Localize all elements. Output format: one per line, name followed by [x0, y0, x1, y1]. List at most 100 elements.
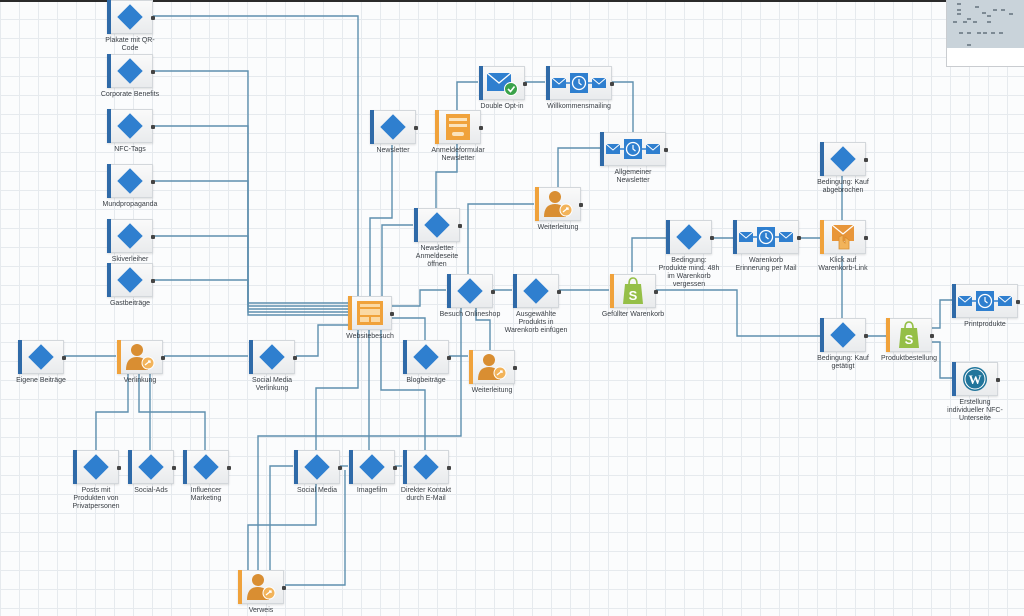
node-ski[interactable] [107, 219, 155, 253]
node-klick[interactable] [820, 220, 868, 254]
diamond-icon [193, 454, 219, 480]
node-allgemeiner[interactable] [600, 132, 668, 166]
node-imagefilm[interactable] [349, 450, 397, 484]
edge-allgemeiner-weiterleitung [557, 147, 600, 188]
node-gast[interactable] [107, 263, 155, 297]
output-port[interactable] [579, 203, 583, 207]
output-port[interactable] [557, 290, 561, 294]
node-newsletter[interactable] [370, 110, 418, 144]
edge-verlinkung-influencer [149, 374, 206, 452]
node-bed-abgebrochen[interactable] [820, 142, 868, 176]
output-port[interactable] [797, 236, 801, 240]
edge-websitebesuch-direkter [380, 330, 426, 450]
node-weiterleitung-top[interactable] [535, 187, 583, 221]
node-label: Posts mit Produkten von Privatpersonen [72, 487, 120, 510]
output-port[interactable] [864, 236, 868, 240]
node-bed-48h[interactable] [666, 220, 714, 254]
node-sm-verlinkung[interactable] [249, 340, 297, 374]
node-erstellung[interactable]: W [952, 362, 1000, 396]
output-port[interactable] [227, 466, 231, 470]
output-port[interactable] [654, 290, 658, 294]
node-eigene[interactable] [18, 340, 66, 374]
output-port[interactable] [151, 70, 155, 74]
output-port[interactable] [151, 180, 155, 184]
output-port[interactable] [161, 356, 165, 360]
diamond-icon [117, 4, 143, 30]
node-blog[interactable] [403, 340, 451, 374]
node-wk-erinnerung[interactable] [733, 220, 801, 254]
minimap-node [1001, 9, 1005, 11]
output-port[interactable] [151, 16, 155, 20]
edge-nlanmeldeseite-websitebesuch [381, 224, 413, 296]
node-social-ads[interactable] [128, 450, 176, 484]
diamond-icon [457, 278, 483, 304]
output-port[interactable] [996, 378, 1000, 382]
output-port[interactable] [864, 334, 868, 338]
diamond-icon [413, 344, 439, 370]
output-port[interactable] [447, 466, 451, 470]
minimap-node [993, 9, 997, 11]
node-label: Gastbeiträge [109, 300, 151, 307]
node-gefuellter[interactable]: S [610, 274, 658, 308]
node-produktbestellung[interactable]: S [886, 318, 934, 352]
node-influencer[interactable] [183, 450, 231, 484]
node-bed-getaetigt[interactable] [820, 318, 868, 352]
node-label: Produktbestellung [880, 355, 938, 362]
node-weiterleitung-mid[interactable] [469, 350, 517, 384]
node-willkommen[interactable] [546, 66, 614, 100]
minimap[interactable] [946, 0, 1024, 67]
node-double-optin[interactable] [479, 66, 527, 100]
node-verweis[interactable] [238, 570, 286, 604]
output-port[interactable] [172, 466, 176, 470]
output-port[interactable] [610, 82, 614, 86]
edge-websitebesuch-onlineshop [392, 289, 446, 307]
node-verlinkung[interactable] [117, 340, 165, 374]
output-port[interactable] [513, 366, 517, 370]
node-ausgewaehlte[interactable] [513, 274, 561, 308]
output-port[interactable] [151, 279, 155, 283]
output-port[interactable] [414, 126, 418, 130]
output-port[interactable] [282, 586, 286, 590]
node-label: Ausgewählte Produkts in Warenkorb einfüg… [504, 311, 568, 334]
node-websitebesuch[interactable] [348, 296, 394, 330]
node-nfc-tags[interactable] [107, 109, 155, 143]
output-port[interactable] [491, 290, 495, 294]
output-port[interactable] [393, 466, 397, 470]
diamond-icon [117, 267, 143, 293]
output-port[interactable] [62, 356, 66, 360]
output-port[interactable] [864, 158, 868, 162]
output-port[interactable] [1016, 300, 1020, 304]
node-nl-anmeldeseite[interactable] [414, 208, 462, 242]
output-port[interactable] [293, 356, 297, 360]
edge-nfc-websitebesuch [152, 125, 348, 307]
output-port[interactable] [523, 82, 527, 86]
node-anmeldeformular[interactable] [435, 110, 483, 144]
diamond-icon [380, 114, 406, 140]
node-onlineshop[interactable] [447, 274, 495, 308]
output-port[interactable] [664, 148, 668, 152]
person-share-icon [124, 342, 156, 372]
output-port[interactable] [151, 125, 155, 129]
output-port[interactable] [710, 236, 714, 240]
node-social-media[interactable] [294, 450, 342, 484]
output-port[interactable] [930, 334, 934, 338]
node-printprodukte[interactable] [952, 284, 1020, 318]
node-mund[interactable] [107, 164, 155, 198]
node-plakate[interactable] [107, 0, 155, 34]
window-top-border [0, 0, 1024, 2]
edge-socialmedia-verweis-a [269, 465, 293, 570]
minimap-viewport[interactable] [947, 0, 1024, 48]
output-port[interactable] [151, 235, 155, 239]
minimap-node [982, 12, 986, 14]
output-port[interactable] [458, 224, 462, 228]
node-direkter[interactable] [403, 450, 451, 484]
output-port[interactable] [338, 466, 342, 470]
output-port[interactable] [447, 356, 451, 360]
node-corporate[interactable] [107, 54, 155, 88]
output-port[interactable] [117, 466, 121, 470]
output-port[interactable] [390, 312, 394, 316]
diamond-icon [117, 168, 143, 194]
output-port[interactable] [479, 126, 483, 130]
node-posts[interactable] [73, 450, 121, 484]
